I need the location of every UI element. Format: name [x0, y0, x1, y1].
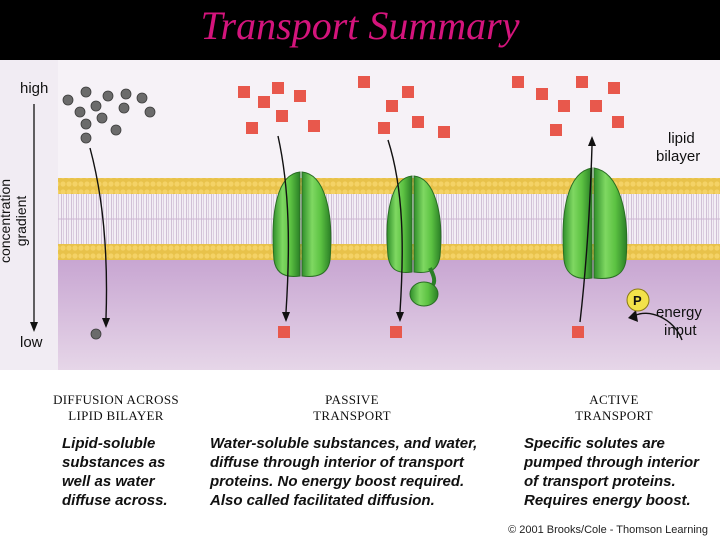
arrow-heads — [102, 136, 638, 328]
lipid-bilayer-label-line2: bilayer — [656, 148, 701, 165]
description-active: Specific solutes are pumped through inte… — [524, 434, 699, 510]
description-passive-line: Water-soluble substances, and water, — [210, 435, 478, 452]
category-diffusion: DIFFUSION ACROSS LIPID BILAYER — [36, 392, 196, 424]
transport-protein-2 — [386, 175, 442, 307]
transport-protein-3 — [562, 167, 628, 279]
water-soluble-solutes — [238, 76, 624, 338]
copyright-notice: © 2001 Brooks/Cole - Thomson Learning — [508, 524, 708, 536]
description-diffusion-line: well as water — [62, 473, 155, 490]
description-active-line: Requires energy boost. — [524, 492, 691, 509]
category-passive-line2: TRANSPORT — [313, 408, 391, 423]
transport-protein-1 — [272, 171, 332, 277]
description-active-line: pumped through interior — [524, 454, 699, 471]
description-diffusion-line: substances as — [62, 454, 166, 471]
high-label: high — [20, 80, 49, 97]
category-passive: PASSIVE TRANSPORT — [272, 392, 432, 424]
phosphate-label: P — [633, 293, 642, 308]
description-active-line: Specific solutes are — [524, 435, 665, 452]
category-active: ACTIVE TRANSPORT — [534, 392, 694, 424]
description-diffusion-line: diffuse across. — [62, 492, 168, 509]
extracellular-space — [58, 60, 720, 178]
description-active-line: of transport proteins. — [524, 473, 676, 490]
phosphate-circle — [626, 288, 650, 312]
description-passive-line: diffuse through interior of transport — [210, 454, 464, 471]
title-bar — [0, 0, 720, 60]
description-passive: Water-soluble substances, and water, dif… — [210, 434, 477, 510]
flow-arrows — [89, 135, 683, 341]
membrane-scene — [58, 60, 720, 370]
category-active-line1: ACTIVE — [589, 392, 639, 407]
lipid-bilayer-label-line1: lipid — [668, 130, 695, 147]
description-diffusion-line: Lipid-soluble — [62, 435, 156, 452]
description-passive-line: proteins. No energy boost required. — [210, 473, 465, 490]
description-passive-line: Also called facilitated diffusion. — [210, 492, 435, 509]
gradient-arrow — [30, 104, 38, 332]
energy-input-label-line1: energy — [656, 304, 702, 321]
energy-input-label-line2: input — [664, 322, 697, 339]
description-diffusion: Lipid-soluble substances as well as wate… — [62, 434, 168, 510]
cytoplasm — [58, 260, 720, 370]
protein-gate-blob — [409, 281, 439, 307]
category-diffusion-line1: DIFFUSION ACROSS — [53, 392, 179, 407]
slide-title: Transport Summary — [200, 3, 520, 48]
category-active-line2: TRANSPORT — [575, 408, 653, 423]
bilayer-top-heads — [58, 178, 720, 194]
gradient-sidebar: high concentration gradient low — [0, 60, 58, 370]
low-label: low — [20, 334, 43, 351]
lipid-soluble-molecules — [62, 86, 156, 340]
category-passive-line1: PASSIVE — [325, 392, 379, 407]
category-diffusion-line2: LIPID BILAYER — [68, 408, 164, 423]
